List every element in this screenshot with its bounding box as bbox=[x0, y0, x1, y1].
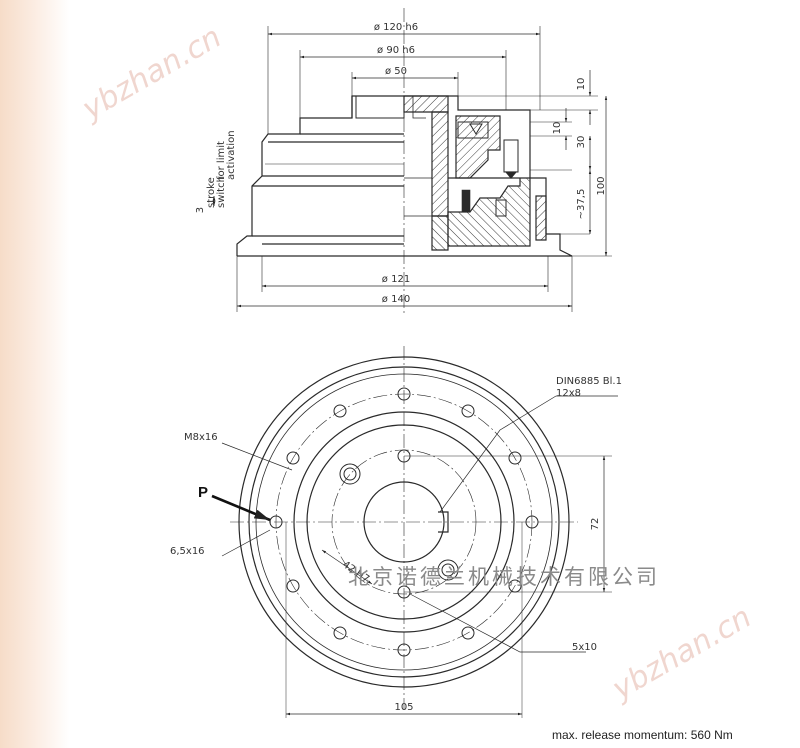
release-momentum-note: max. release momentum: 560 Nm bbox=[552, 728, 733, 742]
dim-30: 30 bbox=[576, 136, 587, 149]
hole-6-5-label: 6,5x16 bbox=[170, 546, 205, 557]
p-arrow-icon bbox=[211, 494, 271, 522]
dim-d121: ø 121 bbox=[382, 274, 410, 285]
dim-d90: ø 90 h6 bbox=[377, 45, 415, 56]
stroke-value: 3 bbox=[195, 207, 206, 213]
dim-10-top: 10 bbox=[576, 78, 587, 91]
activation-label-line1: for limit bbox=[216, 141, 227, 180]
din-label-line2: 12x8 bbox=[556, 388, 581, 399]
watermark-company: 北京诺德兰机械技术有限公司 bbox=[348, 565, 660, 589]
dim-105: 105 bbox=[394, 702, 413, 713]
activation-label-line2: activation bbox=[226, 130, 237, 180]
dim-d140: ø 140 bbox=[382, 294, 410, 305]
watermark-url-top: ybzhan.cn bbox=[76, 20, 228, 128]
dim-100: 100 bbox=[596, 176, 607, 195]
p-label: P bbox=[198, 484, 208, 501]
top-view bbox=[212, 8, 612, 316]
front-view bbox=[221, 346, 618, 718]
stroke-label-line2: switch bbox=[216, 176, 227, 208]
dim-5x10: 5x10 bbox=[572, 642, 597, 653]
dim-37-5: ~37,5 bbox=[576, 189, 587, 220]
page-edge-tint bbox=[0, 0, 70, 748]
dim-72: 72 bbox=[590, 518, 601, 531]
m8-label: M8x16 bbox=[184, 432, 218, 443]
dim-d50: ø 50 bbox=[385, 66, 407, 77]
bolt-holes bbox=[269, 387, 539, 657]
stroke-label-line1: stroke bbox=[206, 177, 217, 208]
dim-10-inner: 10 bbox=[552, 122, 563, 135]
dim-d120: ø 120 h6 bbox=[374, 22, 418, 33]
watermark-url-bottom: ybzhan.cn bbox=[606, 600, 758, 708]
din-label-line1: DIN6885 Bl.1 bbox=[556, 376, 622, 387]
